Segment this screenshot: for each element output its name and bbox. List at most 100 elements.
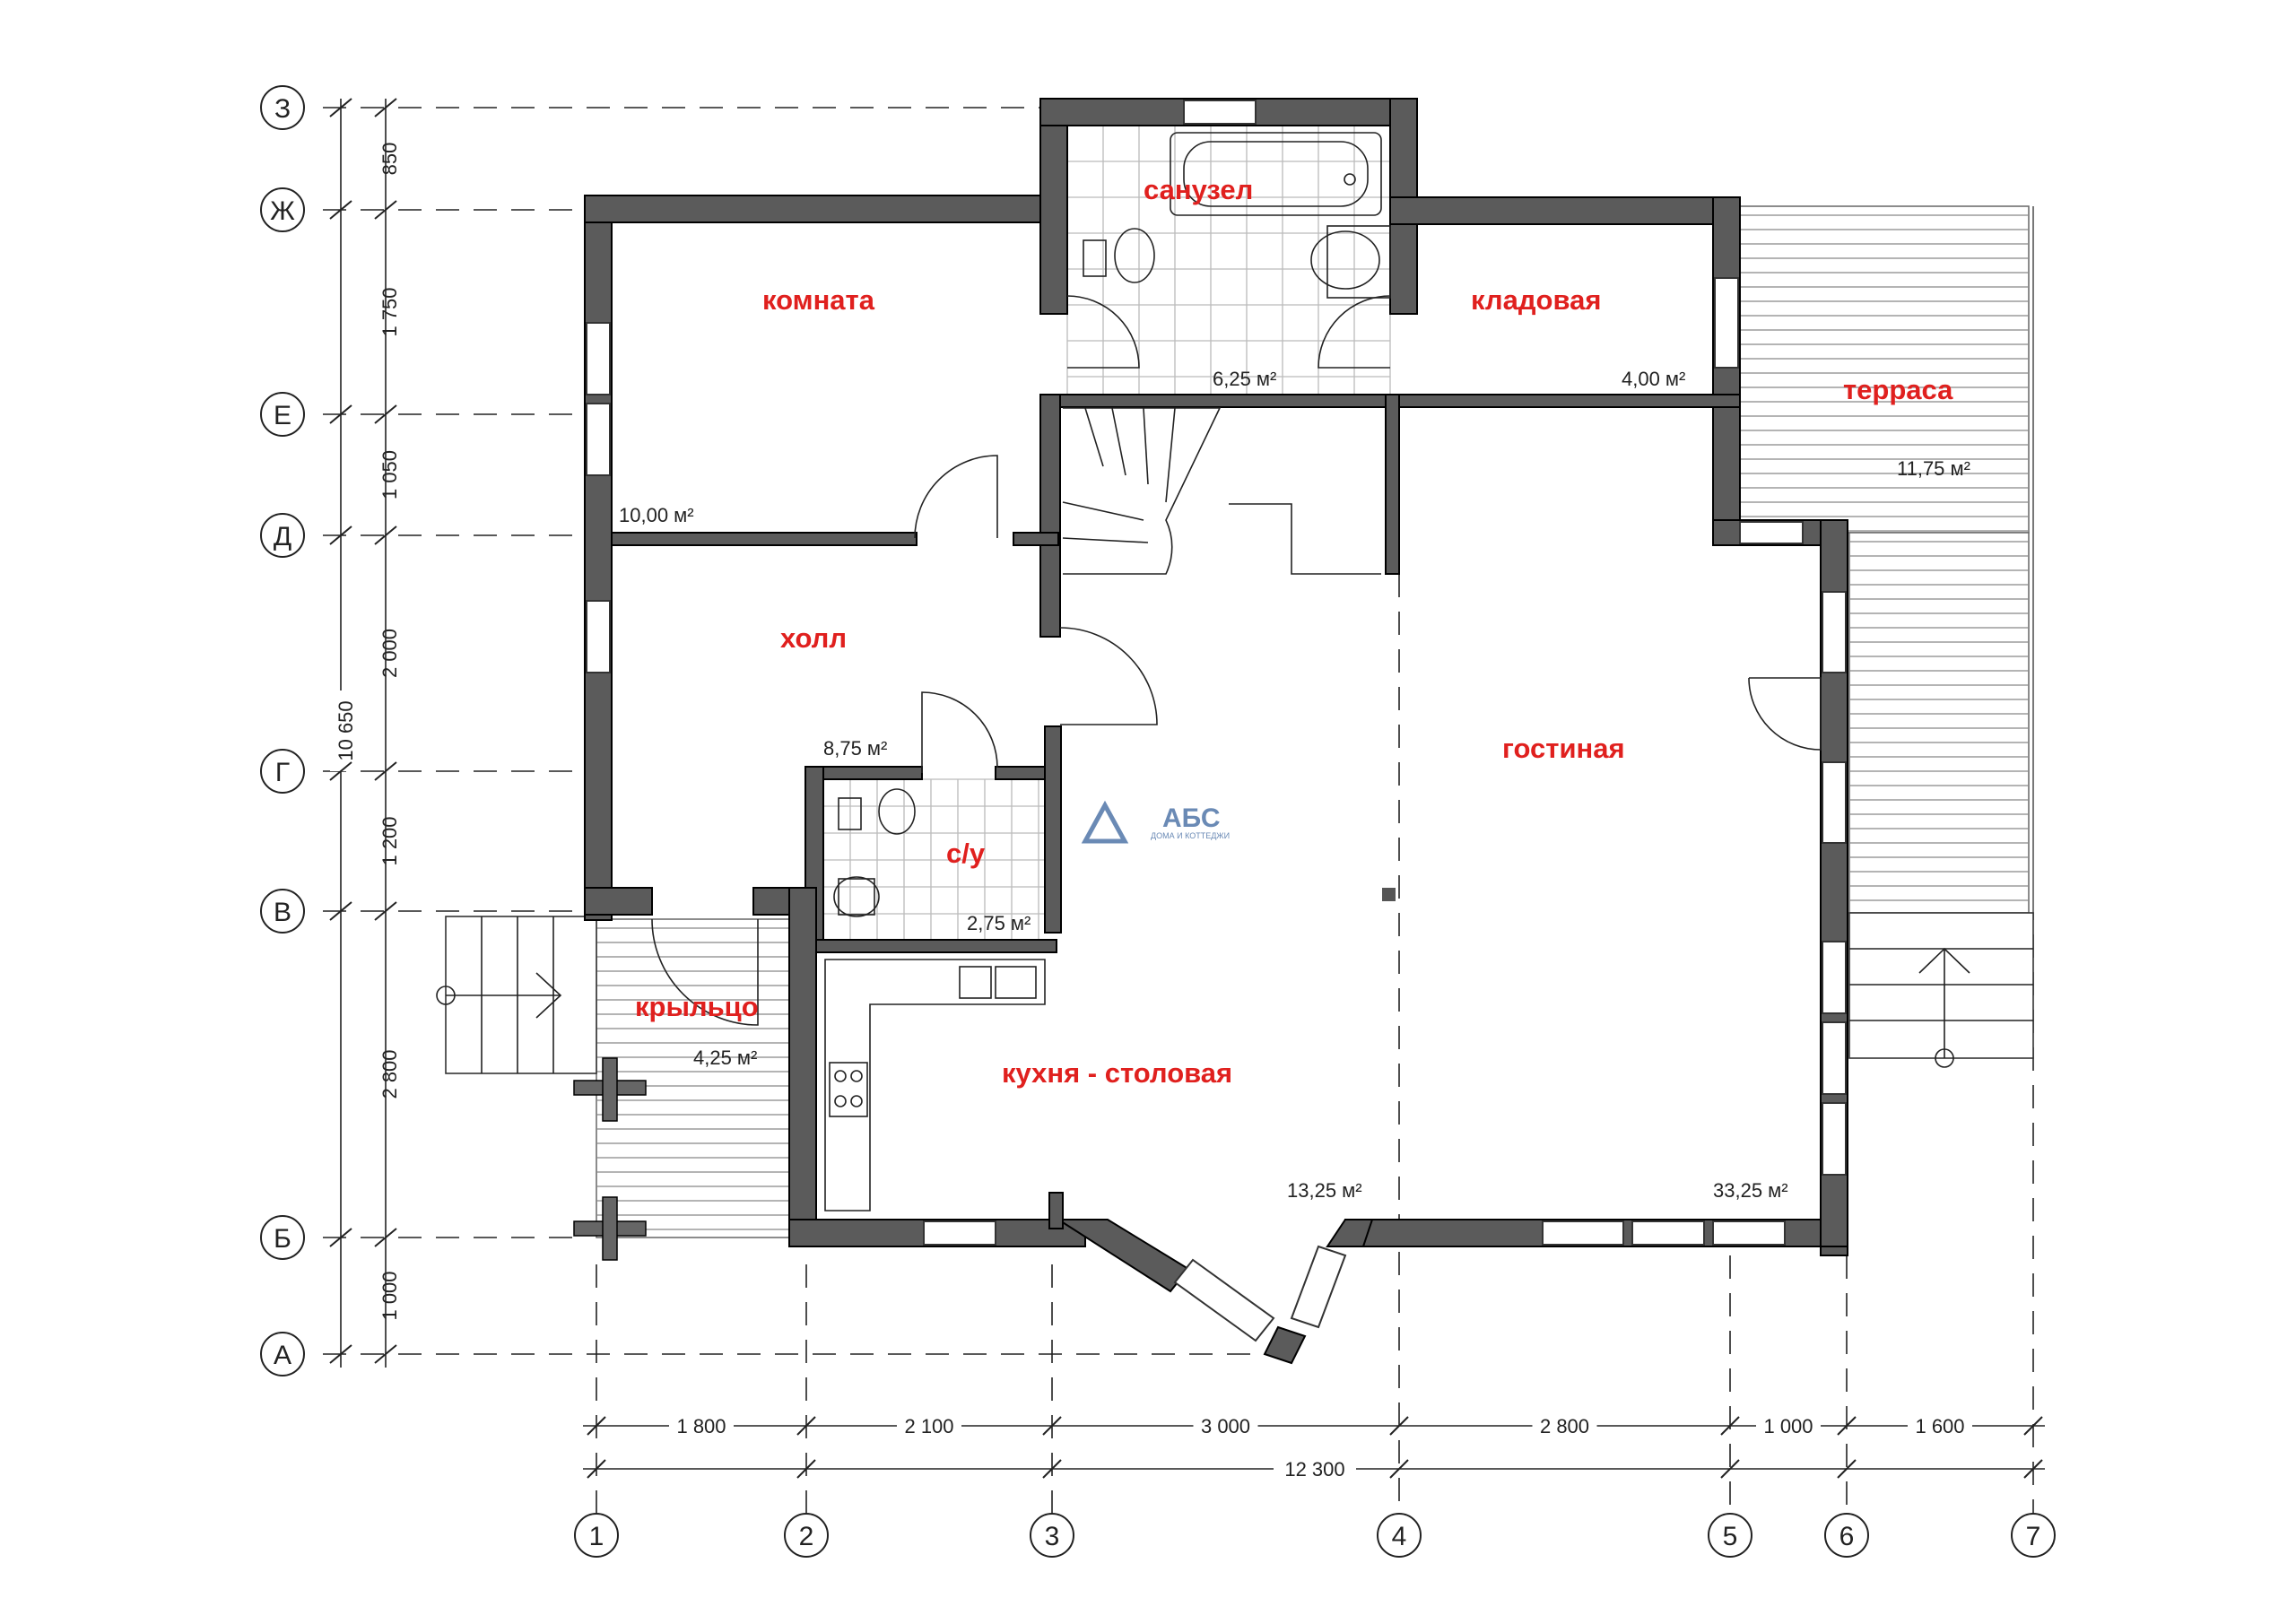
area-terrasa: 11,75 м²: [1897, 457, 1970, 480]
row-axis-label: Б: [274, 1224, 291, 1254]
col-tick: [796, 1459, 816, 1479]
row-axis-lines: [323, 107, 1256, 1355]
col-tick: [2023, 1459, 2043, 1479]
col-tick: [1720, 1416, 1740, 1436]
col-tick: [1042, 1416, 1062, 1436]
area-sanuzel: 6,25 м²: [1213, 368, 1276, 390]
row-dim-label: 2 800: [378, 1049, 401, 1099]
col-axis-lines: [596, 574, 2034, 1515]
walls: [584, 98, 1848, 1365]
col-dim-label: 1 800: [676, 1415, 726, 1437]
room-sanuzel-label: санузел: [1144, 174, 1253, 205]
col-dim-label: 3 000: [1201, 1415, 1250, 1437]
col-axis-label: 3: [1045, 1522, 1060, 1551]
row-axis-circle: [260, 85, 305, 130]
row-tick: [374, 1228, 397, 1247]
row-axis-label: Ж: [270, 196, 295, 226]
col-dim-bg: [669, 1414, 734, 1436]
row-dim-label: 1 750: [378, 287, 401, 336]
row-axis-label: В: [274, 898, 291, 927]
col-tick: [796, 1416, 816, 1436]
row-tick: [329, 901, 352, 921]
col-axis-circle: [1377, 1513, 1422, 1558]
col-axis-label: 5: [1723, 1522, 1738, 1551]
col-total-dim: 12 300: [1284, 1458, 1344, 1481]
room-holl-label: холл: [780, 622, 847, 654]
logo-tagline: ДОМА И КОТТЕДЖИ: [1151, 831, 1230, 840]
col-tick: [1837, 1416, 1857, 1436]
col-axis-circle: [574, 1513, 619, 1558]
terrace-steps: [1848, 912, 2034, 1068]
col-tick: [1389, 1416, 1409, 1436]
row-axis-label: Д: [274, 522, 291, 551]
row-axis-label: Е: [274, 401, 291, 430]
logo: АБС ДОМА И КОТТЕДЖИ: [1081, 800, 1230, 844]
col-tick: [587, 1416, 606, 1436]
row-axis-circle: [260, 1332, 305, 1376]
col-dim-label: 2 800: [1540, 1415, 1589, 1437]
staircase: [1062, 407, 1381, 575]
col-dim-bg: [897, 1414, 961, 1436]
logo-name: АБС: [1162, 803, 1221, 833]
row-axis-circle: [260, 392, 305, 437]
area-kladovaya: 4,00 м²: [1622, 368, 1685, 390]
col-axis-label: 2: [799, 1522, 814, 1551]
row-total-bg: [330, 690, 352, 771]
col-axis-label: 1: [589, 1522, 604, 1551]
row-dim-label: 1 000: [378, 1271, 401, 1320]
row-axis-circle: [260, 1215, 305, 1260]
room-kladovaya-label: кладовая: [1471, 284, 1601, 316]
row-axis-label: А: [274, 1341, 291, 1370]
col-dim-label: 1 000: [1763, 1415, 1813, 1437]
terrace-deck: [1739, 205, 2034, 914]
row-tick: [329, 761, 352, 781]
row-tick: [329, 1344, 352, 1364]
area-su: 2,75 м²: [967, 912, 1031, 934]
room-su-label: с/у: [946, 838, 986, 869]
row-tick: [329, 98, 352, 117]
row-axis-circle: [260, 889, 305, 934]
porch-posts: [573, 1057, 647, 1261]
row-tick: [374, 200, 397, 220]
col-axis-circle: [1030, 1513, 1074, 1558]
room-terrasa-label: терраса: [1843, 374, 1953, 405]
area-komnata: 10,00 м²: [619, 504, 694, 526]
row-dim-label: 1 050: [378, 450, 401, 499]
col-total-bg: [1274, 1456, 1356, 1480]
row-dim-label: 850: [378, 143, 401, 176]
windows: [586, 100, 1847, 1342]
row-axis-circle: [260, 749, 305, 794]
col-dim-label: 1 600: [1915, 1415, 1964, 1437]
col-axis-circle: [784, 1513, 829, 1558]
row-tick: [374, 761, 397, 781]
col-axis-label: 6: [1839, 1522, 1855, 1551]
area-gostinaya: 33,25 м²: [1713, 1179, 1788, 1202]
doors: [651, 295, 1822, 1026]
area-kuhnya: 13,25 м²: [1287, 1179, 1362, 1202]
row-tick: [329, 1228, 352, 1247]
room-gostinaya-label: гостиная: [1502, 733, 1625, 764]
col-axis-circle: [1708, 1513, 1752, 1558]
col-dim-bg: [1756, 1414, 1821, 1436]
row-axis-label: З: [274, 94, 291, 124]
col-axis-circle: [2011, 1513, 2056, 1558]
row-tick: [374, 98, 397, 117]
col-dim-bg: [1908, 1414, 1972, 1436]
room-kryltso-label: крыльцо: [635, 991, 759, 1022]
col-axis-markers: 1 2 3 4 5 6 7: [574, 1416, 2056, 1558]
col-tick: [1837, 1459, 1857, 1479]
row-total-dim: 10 650: [335, 700, 357, 760]
row-axis-circle: [260, 513, 305, 558]
area-kryltso: 4,25 м²: [693, 1046, 757, 1069]
col-dim-bg: [1193, 1414, 1258, 1436]
row-tick: [329, 525, 352, 545]
col-axis-label: 4: [1392, 1522, 1407, 1551]
row-tick: [374, 525, 397, 545]
col-axis-label: 7: [2026, 1522, 2041, 1551]
fixtures: [824, 132, 1391, 1211]
col-tick: [1720, 1459, 1740, 1479]
col-tick: [1042, 1459, 1062, 1479]
